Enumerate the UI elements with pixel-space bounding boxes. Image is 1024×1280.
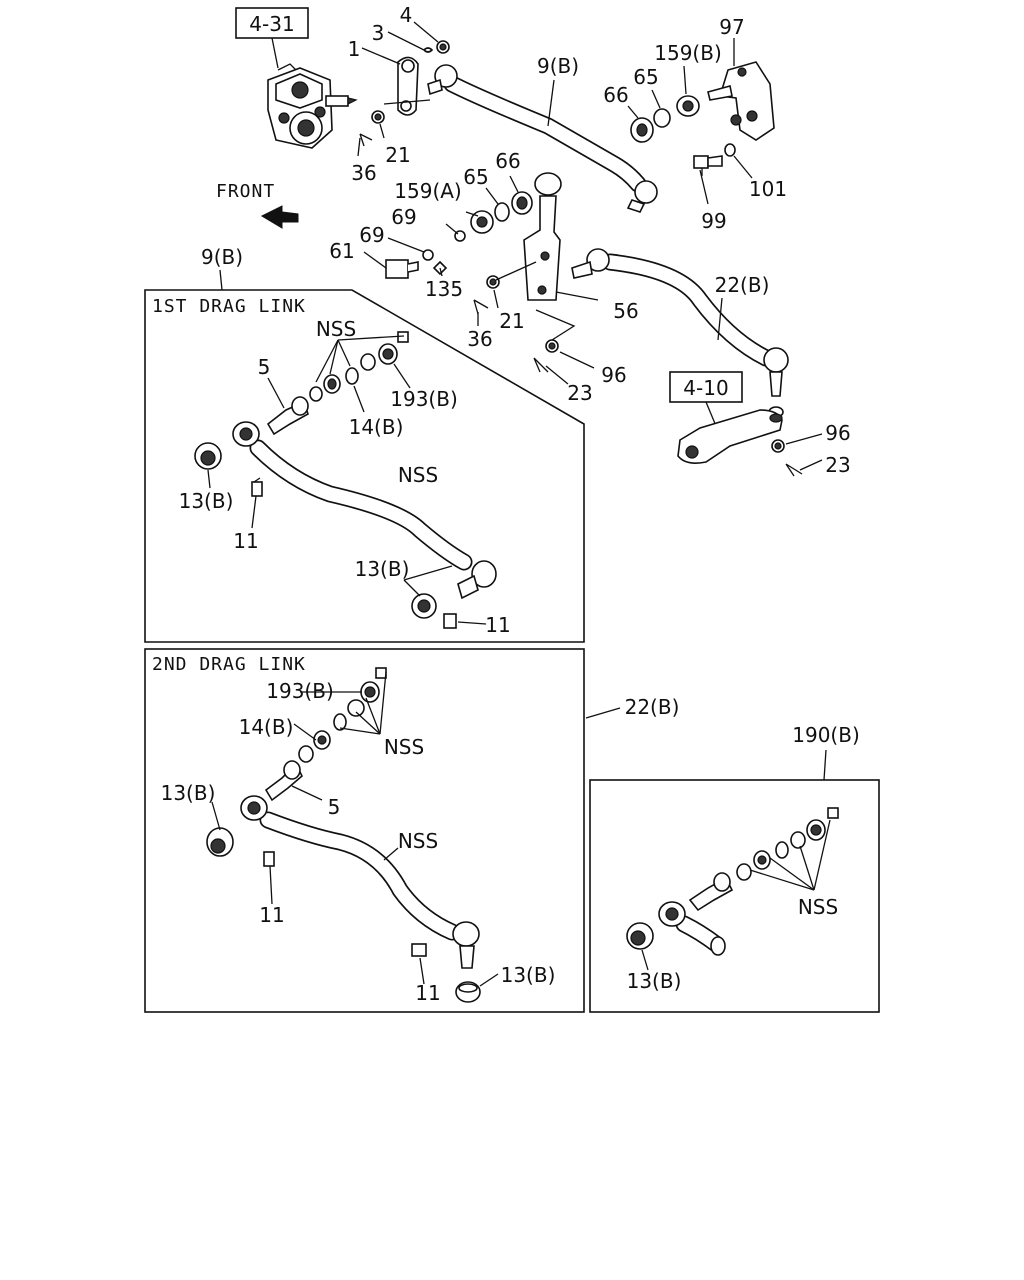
nut-69b <box>422 249 434 261</box>
label-36b: 36 <box>467 327 492 351</box>
panel-1st-title: 1ST DRAG LINK <box>152 296 306 317</box>
fitting-61 <box>385 259 419 279</box>
label-69a: 69 <box>391 205 416 229</box>
p1-label-13b: 13(B) <box>355 557 410 581</box>
p2-label-14: 14(B) <box>239 715 294 739</box>
label-3: 3 <box>372 21 385 45</box>
p2-label-13b: 13(B) <box>501 963 556 987</box>
ref-4-10-text: 4-10 <box>683 376 728 400</box>
cotter-pin-23b <box>785 463 803 477</box>
label-9b-panel: 9(B) <box>201 245 243 269</box>
label-99: 99 <box>701 209 726 233</box>
panel-190b: NSS 13(B) <box>589 779 880 1013</box>
label-23a: 23 <box>567 381 592 405</box>
ref-box-4-31[interactable]: 4-31 <box>235 7 309 39</box>
p1-label-11a: 11 <box>233 529 258 553</box>
panel-2nd-title: 2ND DRAG LINK <box>152 654 306 675</box>
p1-label-11b: 11 <box>485 613 510 637</box>
p2-label-193: 193(B) <box>266 679 334 703</box>
label-159a: 159(A) <box>394 179 461 203</box>
p1-label-193: 193(B) <box>390 387 458 411</box>
label-135: 135 <box>425 277 463 301</box>
bracket-97 <box>707 61 775 141</box>
label-96a: 96 <box>601 363 626 387</box>
label-66a: 66 <box>603 83 628 107</box>
label-101: 101 <box>749 177 787 201</box>
washer-3 <box>423 47 434 53</box>
p1-grease-nipple-11b <box>443 613 457 629</box>
p3-label-13: 13(B) <box>627 969 682 993</box>
seal-65a <box>653 108 671 128</box>
cotter-pin-36a <box>359 133 373 147</box>
bolt-99 <box>693 155 723 169</box>
p2-label-11a: 11 <box>259 903 284 927</box>
p2-label-5: 5 <box>328 795 341 819</box>
p2-grease-nipple-11a <box>263 851 275 867</box>
p1-label-14: 14(B) <box>349 415 404 439</box>
drag-link-22b-top <box>571 248 789 418</box>
p1-label-13a: 13(B) <box>179 489 234 513</box>
leader-lines-top <box>357 21 823 471</box>
panel-1st-drag-link: 1ST DRAG LINK <box>144 289 585 643</box>
washer-101 <box>724 143 736 157</box>
pitman-arm <box>383 56 431 116</box>
label-65a: 65 <box>633 65 658 89</box>
bushing-159b <box>676 95 700 117</box>
label-97: 97 <box>719 15 744 39</box>
front-label: FRONT <box>216 181 275 202</box>
label-21a: 21 <box>385 143 410 167</box>
label-61: 61 <box>329 239 354 263</box>
label-65b: 65 <box>463 165 488 189</box>
steering-gear-box <box>267 63 358 149</box>
p2-label-11b: 11 <box>415 981 440 1005</box>
p1-grease-nipple-11a <box>251 477 263 497</box>
cotter-pin-36b <box>473 299 489 315</box>
p3-label-nss: NSS <box>798 895 838 919</box>
p1-ball-stud-5 <box>266 396 309 436</box>
knuckle-arm <box>677 409 783 464</box>
panel-2nd-drag-link: 2ND DRAG LINK <box>144 648 585 1013</box>
idler-arm-56 <box>523 172 562 301</box>
p3-ball-stud <box>688 872 734 912</box>
label-66b: 66 <box>495 149 520 173</box>
p1-label-nss1: NSS <box>316 317 356 341</box>
label-21b: 21 <box>499 309 524 333</box>
bearing-66b <box>511 191 533 215</box>
p2-ball-stud-5 <box>264 760 303 802</box>
p2-label-nss1: NSS <box>384 735 424 759</box>
seal-65b <box>494 202 510 222</box>
label-56: 56 <box>613 299 638 323</box>
bearing-66a <box>630 117 654 143</box>
label-23b: 23 <box>825 453 850 477</box>
label-4: 4 <box>400 3 413 27</box>
label-36a: 36 <box>351 161 376 185</box>
label-96b: 96 <box>825 421 850 445</box>
p2-grease-nipple-11b <box>411 943 427 957</box>
front-arrow-icon <box>260 205 299 229</box>
ref-box-4-10[interactable]: 4-10 <box>669 371 743 403</box>
p2-label-13a: 13(B) <box>161 781 216 805</box>
ref-4-31-text: 4-31 <box>249 12 294 36</box>
label-22b-panel: 22(B) <box>625 695 680 719</box>
p1-label-nss2: NSS <box>398 463 438 487</box>
cotter-pin-23a <box>533 357 549 373</box>
p1-seal-14 <box>345 367 359 385</box>
label-22b-top: 22(B) <box>715 273 770 297</box>
bushing-159a <box>470 210 494 234</box>
label-159b: 159(B) <box>654 41 722 65</box>
label-69b: 69 <box>359 223 384 247</box>
p2-label-nss2: NSS <box>398 829 438 853</box>
p1-label-5: 5 <box>258 355 271 379</box>
label-190b: 190(B) <box>792 723 860 747</box>
label-9b-top: 9(B) <box>537 54 579 78</box>
label-1: 1 <box>348 37 361 61</box>
